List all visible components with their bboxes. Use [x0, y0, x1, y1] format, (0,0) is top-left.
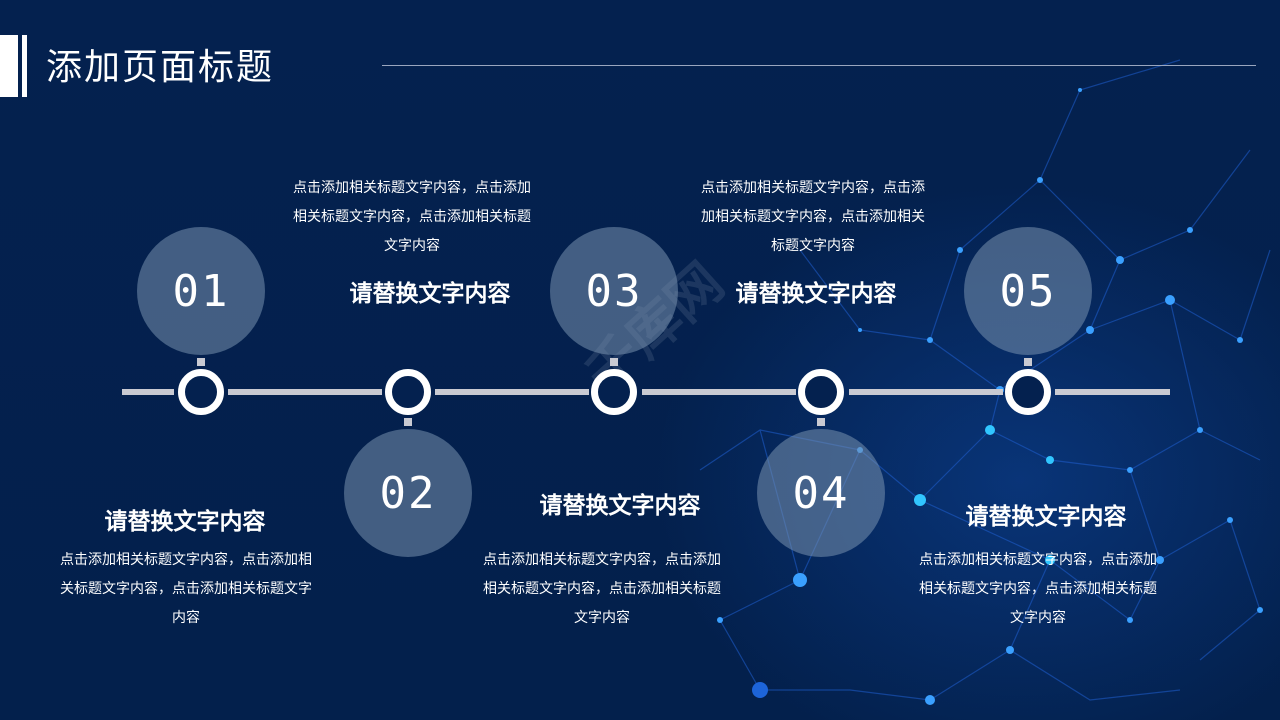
timeline-node-05[interactable] — [1005, 369, 1051, 415]
timeline-node-03[interactable] — [591, 369, 637, 415]
node-connector — [1024, 358, 1032, 366]
title-accent-bar — [0, 35, 18, 97]
step-bubble-03[interactable]: 03 — [550, 227, 678, 355]
step-heading-02: 请替换文字内容 — [349, 281, 511, 307]
step-number: 03 — [585, 265, 643, 317]
title-divider — [382, 65, 1256, 66]
title-accent-bar-thin — [22, 35, 27, 97]
step-bubble-01[interactable]: 01 — [137, 227, 265, 355]
step-heading-05: 请替换文字内容 — [965, 504, 1127, 530]
step-description-04: 点击添加相关标题文字内容，点击添加相关标题文字内容，点击添加相关标题文字内容 — [701, 180, 925, 254]
node-connector — [610, 358, 618, 366]
node-connector — [817, 418, 825, 426]
step-number: 01 — [172, 265, 230, 317]
timeline-track — [122, 389, 1170, 395]
step-number: 04 — [792, 467, 850, 519]
step-heading-04: 请替换文字内容 — [735, 281, 897, 307]
step-description-01: 点击添加相关标题文字内容，点击添加相关标题文字内容，点击添加相关标题文字内容 — [60, 552, 312, 626]
step-number: 05 — [999, 265, 1057, 317]
step-bubble-04[interactable]: 04 — [757, 429, 885, 557]
step-number: 02 — [379, 467, 437, 519]
page-title: 添加页面标题 — [46, 47, 275, 88]
step-description-02: 点击添加相关标题文字内容，点击添加相关标题文字内容，点击添加相关标题文字内容 — [293, 180, 531, 254]
step-description-05: 点击添加相关标题文字内容，点击添加相关标题文字内容，点击添加相关标题文字内容 — [919, 552, 1157, 626]
timeline-node-02[interactable] — [385, 369, 431, 415]
step-description-03: 点击添加相关标题文字内容，点击添加相关标题文字内容，点击添加相关标题文字内容 — [483, 552, 721, 626]
timeline-node-04[interactable] — [798, 369, 844, 415]
step-bubble-05[interactable]: 05 — [964, 227, 1092, 355]
node-connector — [197, 358, 205, 366]
timeline-node-01[interactable] — [178, 369, 224, 415]
step-heading-01: 请替换文字内容 — [104, 509, 266, 535]
node-connector — [404, 418, 412, 426]
step-bubble-02[interactable]: 02 — [344, 429, 472, 557]
step-heading-03: 请替换文字内容 — [539, 493, 701, 519]
